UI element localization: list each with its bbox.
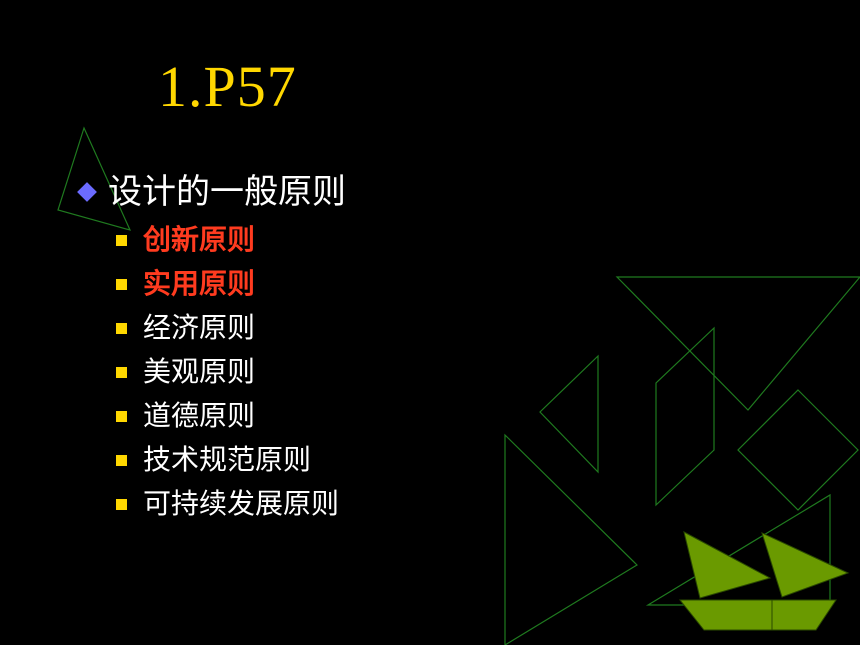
- list-item: 美观原则: [116, 350, 339, 394]
- list-item-label: 美观原则: [143, 355, 256, 388]
- list-item-label: 道德原则: [143, 399, 256, 432]
- list-item-label: 技术规范原则: [143, 443, 312, 476]
- large-triangle-outline: [615, 276, 860, 411]
- square-bullet-icon: [116, 410, 127, 422]
- list-item: 实用原则: [116, 262, 339, 306]
- list-item-label: 经济原则: [143, 311, 256, 344]
- bottom-triangle-outline: [504, 433, 638, 645]
- list-item-label: 实用原则: [143, 267, 256, 300]
- main-bullet-item: 设计的一般原则: [76, 170, 346, 214]
- diamond-bullet-icon: [77, 182, 97, 202]
- principles-list: 创新原则 实用原则 经济原则 美观原则 道德原则 技术规范原则 可持续发展原则: [116, 218, 339, 526]
- parallelogram-outline: [655, 326, 715, 507]
- sail-right: [761, 532, 850, 598]
- list-item: 经济原则: [116, 306, 339, 350]
- square-outline: [737, 389, 859, 511]
- list-item: 创新原则: [116, 218, 339, 262]
- square-bullet-icon: [116, 322, 127, 334]
- square-bullet-icon: [116, 498, 127, 510]
- left-triangle-outline: [57, 126, 132, 231]
- list-item-label: 创新原则: [143, 223, 256, 256]
- list-item: 道德原则: [116, 394, 339, 438]
- square-bullet-icon: [116, 278, 127, 290]
- square-bullet-icon: [116, 366, 127, 378]
- list-item: 可持续发展原则: [116, 482, 339, 526]
- main-bullet-label: 设计的一般原则: [108, 172, 346, 212]
- slide-title: 1.P57: [158, 54, 297, 119]
- small-triangle-outline: [539, 354, 599, 474]
- list-item: 技术规范原则: [116, 438, 339, 482]
- square-bullet-icon: [116, 454, 127, 466]
- sailboat: [678, 531, 850, 631]
- square-bullet-icon: [116, 234, 127, 246]
- list-item-label: 可持续发展原则: [143, 487, 340, 520]
- boat-hull: [678, 599, 837, 631]
- sail-left: [683, 531, 772, 599]
